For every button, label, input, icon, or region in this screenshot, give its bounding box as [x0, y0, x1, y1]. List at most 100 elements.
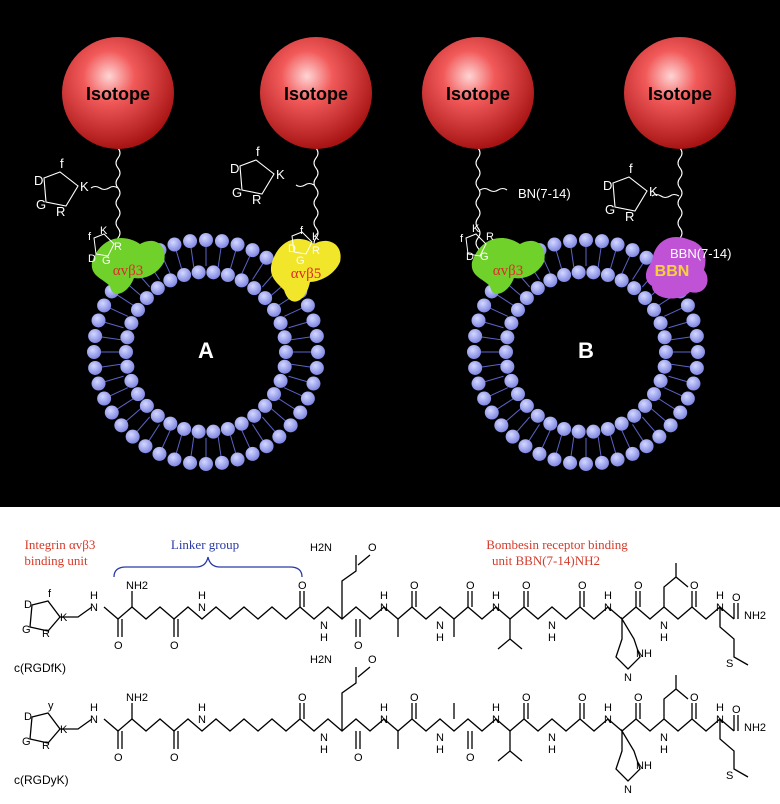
lipid-head — [557, 421, 572, 436]
lipid-tail — [104, 321, 124, 329]
lipid-head — [124, 373, 139, 388]
lipid-tail — [288, 375, 308, 383]
lipid-head — [273, 373, 288, 388]
lipid-head — [543, 273, 558, 288]
lipid-head — [494, 418, 509, 433]
lipid-tail — [484, 375, 504, 383]
lipid-head — [300, 298, 315, 313]
lipid-head — [653, 316, 668, 331]
linker-wire-3 — [475, 147, 481, 259]
lipid-tail — [658, 398, 676, 410]
svg-text:N: N — [660, 732, 668, 744]
lipid-head — [647, 302, 662, 317]
svg-text:BBN: BBN — [655, 263, 690, 280]
lipid-head — [499, 345, 513, 359]
svg-text:G: G — [36, 197, 46, 212]
svg-text:αvβ5: αvβ5 — [291, 266, 322, 282]
svg-text:N: N — [492, 714, 500, 726]
lipid-head — [245, 243, 260, 258]
svg-text:O: O — [410, 692, 419, 704]
lipid-head — [547, 237, 562, 252]
svg-text:H: H — [660, 744, 668, 756]
lipid-head — [311, 345, 325, 359]
svg-text:N: N — [716, 602, 724, 614]
lipid-tail — [136, 416, 151, 433]
lipid-tail — [241, 430, 251, 449]
svg-text:O: O — [114, 752, 123, 764]
lipid-head — [505, 429, 520, 444]
lipid-head — [88, 329, 103, 344]
svg-text:N: N — [624, 672, 632, 684]
svg-text:O: O — [522, 580, 531, 592]
svg-text:Isotope: Isotope — [446, 84, 510, 104]
svg-text:Isotope: Isotope — [86, 84, 150, 104]
lipid-head — [519, 398, 534, 413]
lipid-head — [177, 421, 192, 436]
lipid-tail — [609, 250, 617, 270]
lipid-head — [88, 360, 103, 375]
svg-text:K: K — [60, 612, 68, 624]
bn-peptide-label: BN(7-14) — [518, 186, 571, 201]
lipid-tail — [125, 407, 142, 422]
rgd-ring-3 — [612, 176, 648, 212]
illustration-panel: Isotope Isotope Isotope Isotope αvβ3 αvβ… — [0, 0, 780, 507]
lipid-head — [500, 330, 515, 345]
lipid-head — [163, 273, 178, 288]
svg-text:K: K — [100, 225, 108, 237]
lipid-head — [97, 298, 112, 313]
svg-text:K: K — [312, 231, 320, 243]
lipid-head — [680, 391, 695, 406]
lipid-tail — [190, 247, 195, 267]
lipid-head — [273, 316, 288, 331]
svg-text:N: N — [198, 602, 206, 614]
svg-text:H: H — [660, 632, 668, 644]
lipid-head — [530, 281, 545, 296]
lipid-tail — [252, 424, 264, 442]
lipid-head — [245, 446, 260, 461]
lipid-head — [87, 345, 101, 359]
receptor-avb5: αvβ5 — [270, 238, 341, 302]
svg-text:O: O — [578, 692, 587, 704]
lipid-head — [586, 424, 601, 439]
rgd-bound-2 — [291, 231, 313, 255]
lipid-tail — [555, 250, 563, 270]
receptor-avb3-b: αvβ3 — [471, 238, 545, 294]
svg-text:NH2: NH2 — [744, 610, 766, 622]
lipid-head — [500, 359, 515, 374]
svg-text:Isotope: Isotope — [284, 84, 348, 104]
lipid-head — [91, 376, 106, 391]
svg-text:f: f — [460, 233, 464, 245]
linker-wire-1b — [90, 185, 119, 191]
lipid-head — [627, 281, 642, 296]
lipid-head — [167, 237, 182, 252]
svg-text:O: O — [732, 704, 741, 716]
svg-text:H: H — [604, 702, 612, 714]
lipid-head — [120, 330, 135, 345]
svg-text:D: D — [603, 178, 612, 193]
svg-text:H: H — [380, 590, 388, 602]
svg-text:O: O — [578, 580, 587, 592]
svg-text:H2N: H2N — [310, 654, 332, 666]
lipid-head — [686, 313, 701, 328]
lipid-head — [557, 268, 572, 283]
lipid-head — [138, 439, 153, 454]
svg-text:f: f — [256, 144, 260, 159]
lipid-head — [206, 424, 221, 439]
lipid-head — [614, 273, 629, 288]
lipid-head — [510, 302, 525, 317]
label-b: B — [578, 338, 594, 363]
compound-label-2: c(RGDyK) — [14, 773, 69, 787]
lipid-head — [139, 398, 154, 413]
lipid-head — [306, 313, 321, 328]
svg-text:H: H — [436, 744, 444, 756]
peptide-structures: Integrin αvβ3 binding unit Linker group … — [14, 537, 766, 796]
lipid-tail — [597, 247, 602, 267]
lipid-tail — [175, 250, 183, 270]
lipid-head — [586, 265, 601, 280]
lipid-head — [259, 439, 274, 454]
lipid-tail — [541, 430, 551, 449]
lipid-head — [468, 360, 483, 375]
lipid-head — [689, 360, 704, 375]
svg-text:K: K — [80, 179, 89, 194]
svg-text:H: H — [90, 590, 98, 602]
